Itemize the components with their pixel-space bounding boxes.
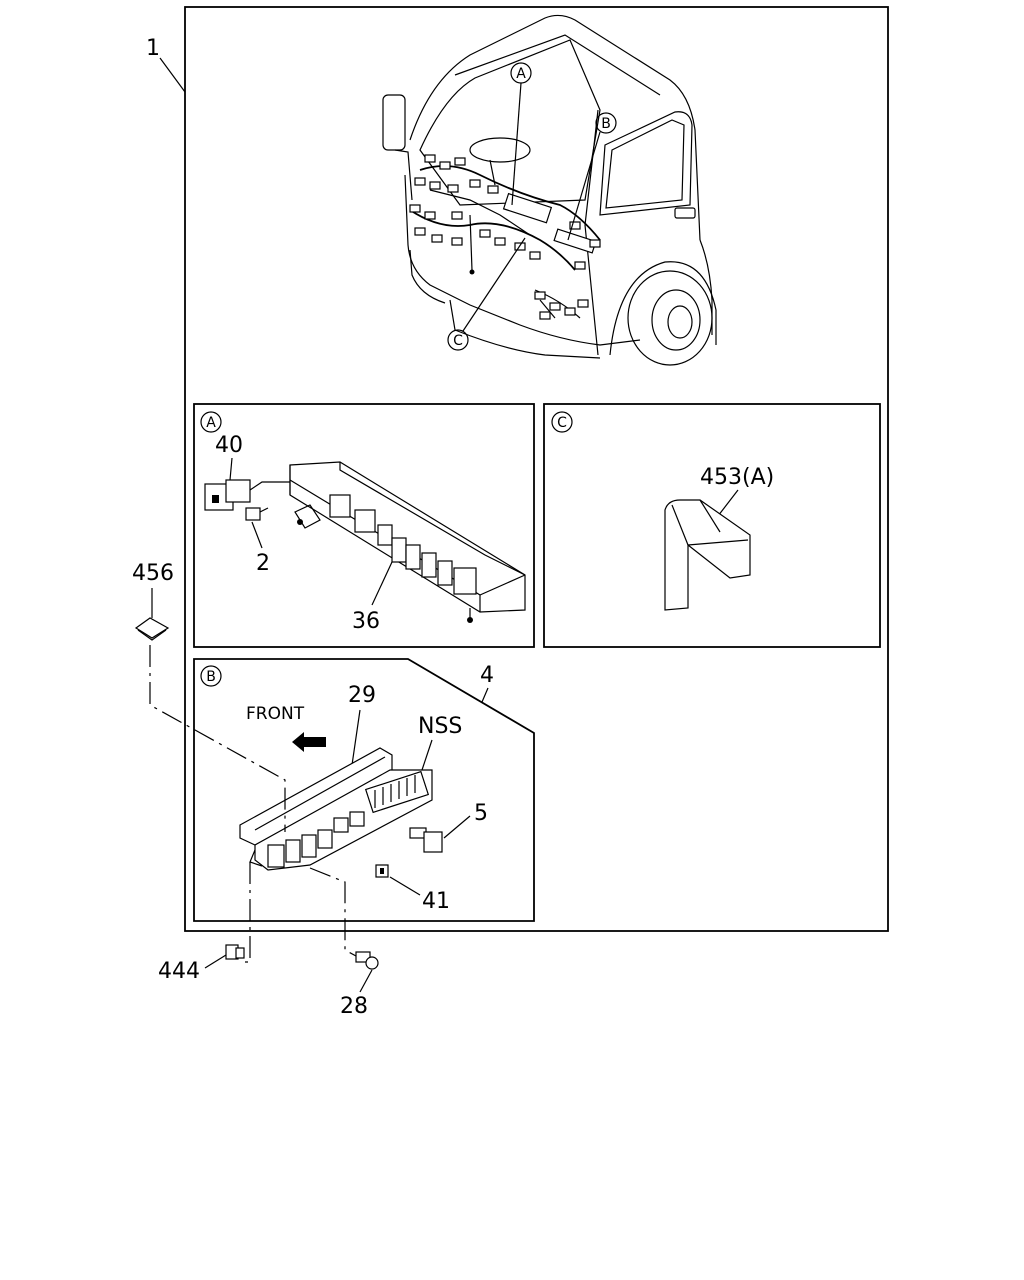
- callout-41: 41: [422, 889, 450, 914]
- clip-444: [225, 944, 245, 960]
- callout-40: 40: [215, 433, 243, 458]
- detail-marker-a-main: A: [510, 62, 532, 206]
- front-arrow-icon: [292, 732, 326, 752]
- svg-text:C: C: [453, 333, 463, 349]
- fuse-41: [375, 864, 389, 878]
- relay-bracket-36: [289, 461, 526, 623]
- diode-2: [245, 507, 269, 521]
- svg-text:B: B: [206, 669, 216, 685]
- main-frame: [184, 6, 889, 932]
- relay-40: [204, 479, 290, 511]
- callout-453a: 453(A): [700, 465, 774, 490]
- callout-444: 444: [158, 959, 200, 984]
- detail-a-panel: [193, 403, 535, 648]
- label-456: [134, 617, 170, 639]
- detail-marker-c: C: [551, 411, 573, 433]
- svg-text:A: A: [206, 415, 216, 431]
- callout-2: 2: [256, 551, 270, 576]
- svg-text:C: C: [557, 415, 567, 431]
- detail-marker-a: A: [200, 411, 222, 433]
- detail-marker-c-main: C: [447, 237, 526, 351]
- relay-block-29: [239, 747, 433, 871]
- callout-5: 5: [474, 801, 488, 826]
- callout-nss: NSS: [418, 714, 462, 739]
- callout-4: 4: [480, 663, 494, 688]
- callout-456: 456: [132, 561, 174, 586]
- detail-b-panel: [193, 658, 535, 922]
- callout-1: 1: [146, 36, 160, 61]
- svg-text:A: A: [516, 66, 526, 82]
- truck-cab-illustration: [382, 14, 717, 366]
- detail-c-panel: [543, 403, 881, 648]
- detail-marker-b-main: B: [567, 112, 617, 241]
- callout-36: 36: [352, 609, 380, 634]
- bracket-453: [664, 499, 751, 611]
- detail-marker-b: B: [200, 665, 222, 687]
- svg-text:B: B: [601, 116, 611, 132]
- bolt-28: [355, 951, 379, 970]
- fuse-5: [409, 827, 443, 853]
- callout-29: 29: [348, 683, 376, 708]
- callout-28: 28: [340, 994, 368, 1019]
- front-label: FRONT: [246, 704, 305, 724]
